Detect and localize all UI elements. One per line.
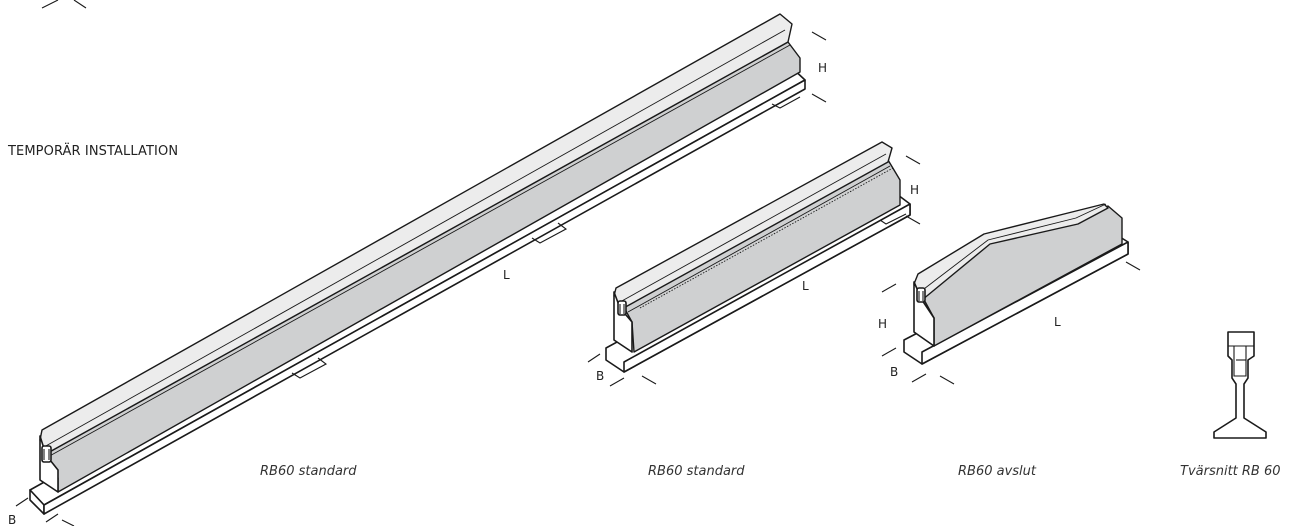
dim-b-2: B xyxy=(596,369,604,383)
barrier-end-section xyxy=(903,203,1129,365)
dim-h-1: H xyxy=(818,61,827,75)
caption-rb60-standard-medium: RB60 standard xyxy=(648,464,745,479)
dim-l-1: L xyxy=(503,268,510,282)
dim-h-3: H xyxy=(878,317,887,331)
dimension-ticks xyxy=(15,0,1141,526)
section-heading: TEMPORÄR INSTALLATION xyxy=(8,144,179,159)
dimension-labels: H L B H L B H L B xyxy=(8,61,1061,526)
cross-section-rb60 xyxy=(1213,331,1267,439)
dim-b-1: B xyxy=(8,513,16,526)
caption-cross-section: Tvärsnitt RB 60 xyxy=(1180,464,1281,479)
dim-h-2: H xyxy=(910,183,919,197)
dim-l-3: L xyxy=(1054,315,1061,329)
dim-b-3: B xyxy=(890,365,898,379)
caption-rb60-standard-long: RB60 standard xyxy=(260,464,357,479)
barrier-medium-standard xyxy=(605,141,911,373)
caption-rb60-avslut: RB60 avslut xyxy=(958,464,1037,479)
dim-l-2: L xyxy=(802,279,809,293)
barrier-long-standard xyxy=(29,13,806,515)
